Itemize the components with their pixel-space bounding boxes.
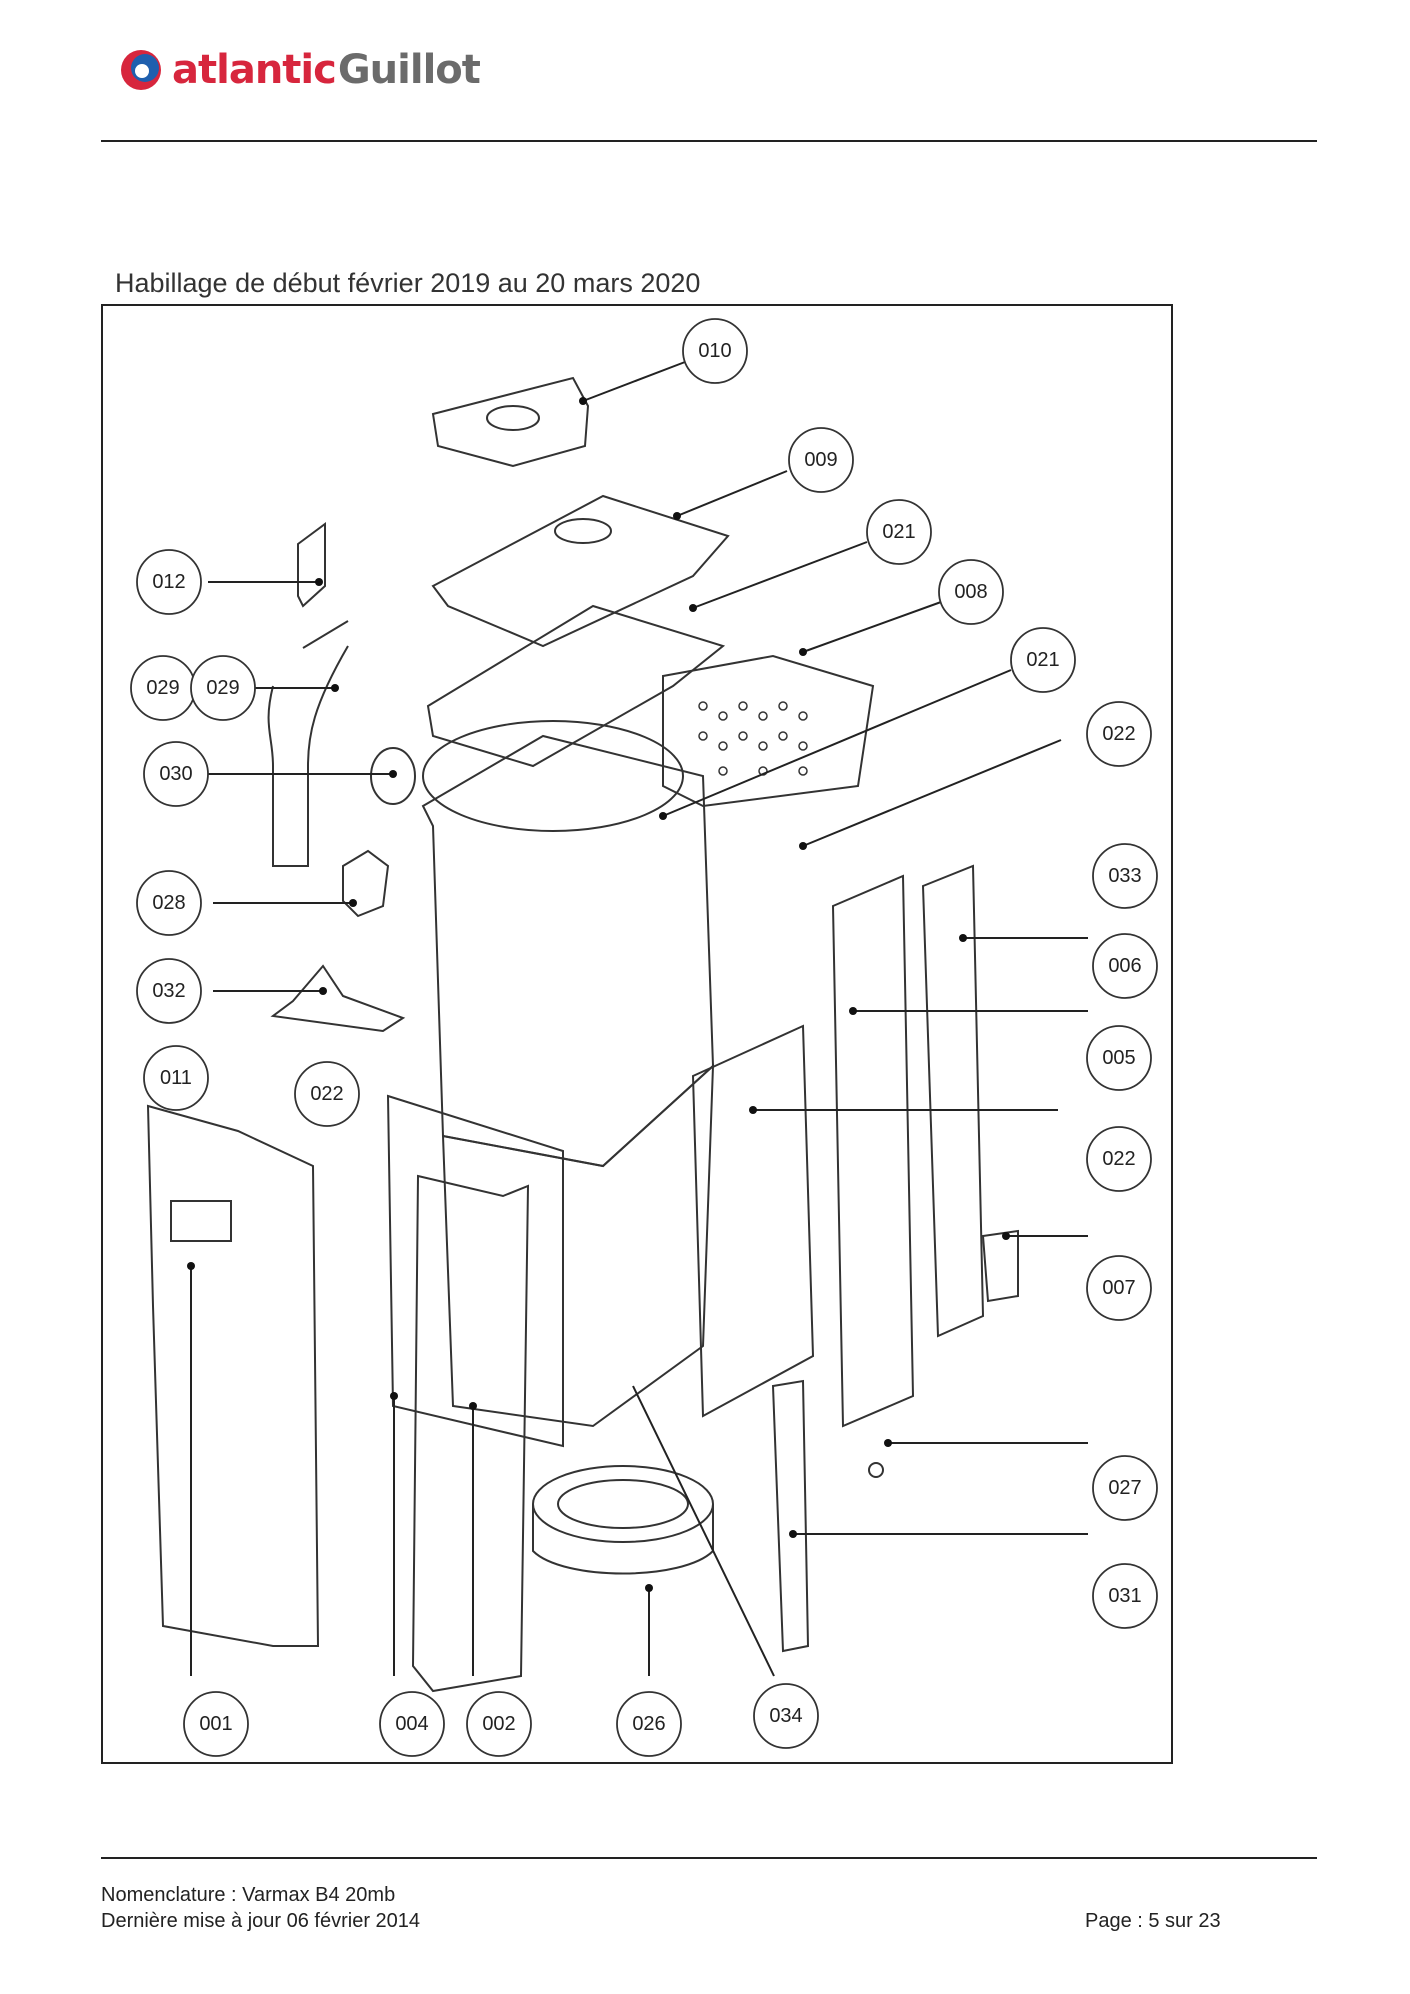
callout-021-ring: 021 xyxy=(1026,649,1059,671)
callout-005: 005 xyxy=(1102,1047,1135,1069)
callout-002: 002 xyxy=(482,1713,515,1735)
brand-name-primary: atlantic xyxy=(172,47,337,93)
brand-name-secondary: Guillot xyxy=(337,47,481,93)
part-021-insulation xyxy=(426,604,726,768)
callout-026: 026 xyxy=(632,1713,665,1735)
brand-logo: atlantic Guillot xyxy=(118,42,481,98)
callout-009: 009 xyxy=(804,449,837,471)
callout-031: 031 xyxy=(1108,1585,1141,1607)
part-006-side-strip xyxy=(921,864,985,1338)
callout-029-right: 029 xyxy=(206,677,239,699)
part-008-perforations xyxy=(698,701,808,776)
callout-010: 010 xyxy=(698,340,731,362)
callout-027: 027 xyxy=(1108,1477,1141,1499)
footer-last-update: Dernière mise à jour 06 février 2014 xyxy=(101,1910,421,1932)
callout-034: 034 xyxy=(769,1705,802,1727)
callout-022-left: 022 xyxy=(310,1083,343,1105)
footer-nomenclature: Nomenclature : Varmax B4 20mb xyxy=(101,1884,396,1906)
part-029-pipe xyxy=(267,620,349,867)
callout-021-top: 021 xyxy=(882,521,915,543)
part-022-side-panel xyxy=(386,1094,564,1448)
diagram-parts xyxy=(146,376,1019,1693)
part-001-front-panel xyxy=(146,1104,320,1647)
part-010-hole xyxy=(486,405,540,431)
callout-labels: 010 009 021 008 021 012 029 029 022 030 … xyxy=(146,340,1141,1735)
part-028-elbow xyxy=(342,849,390,918)
part-032-plate xyxy=(270,964,406,1033)
part-010-top-plate xyxy=(431,376,590,468)
part-002-door xyxy=(411,1174,530,1693)
exploded-diagram-frame: 010 009 021 008 021 012 029 029 022 030 … xyxy=(101,304,1173,1764)
callout-022-top: 022 xyxy=(1102,723,1135,745)
leader-lines xyxy=(190,361,1088,1677)
callout-008: 008 xyxy=(954,581,987,603)
callout-028: 028 xyxy=(152,892,185,914)
callout-030: 030 xyxy=(159,763,192,785)
callout-022-right: 022 xyxy=(1102,1148,1135,1170)
callout-032: 032 xyxy=(152,980,185,1002)
callout-011: 011 xyxy=(160,1067,192,1089)
callout-007: 007 xyxy=(1102,1277,1135,1299)
part-008-perforated-panel xyxy=(662,654,875,808)
part-031-strip xyxy=(771,1379,810,1653)
callout-033: 033 xyxy=(1108,865,1141,887)
callout-029-left: 029 xyxy=(146,677,179,699)
exploded-diagram: 010 009 021 008 021 012 029 029 022 030 … xyxy=(130,318,1158,1757)
callout-004: 004 xyxy=(395,1713,428,1735)
section-title: Habillage de début février 2019 au 20 ma… xyxy=(115,268,701,298)
control-display xyxy=(170,1200,232,1242)
callout-006: 006 xyxy=(1108,955,1141,977)
footer-page-number: Page : 5 sur 23 xyxy=(1085,1910,1221,1932)
callout-012: 012 xyxy=(152,571,185,593)
part-022-right-panel xyxy=(691,1024,815,1418)
leader-dots xyxy=(187,397,1010,1592)
ring-021 xyxy=(422,720,684,832)
part-009-cover xyxy=(431,494,730,648)
part-030-sleeve xyxy=(370,747,416,805)
part-027-clip xyxy=(868,1462,884,1478)
callout-001: 001 xyxy=(199,1713,232,1735)
brand-mark-icon xyxy=(121,50,161,90)
part-005-back-panel xyxy=(831,874,915,1428)
chassis-lower xyxy=(441,1063,715,1428)
footer-divider xyxy=(101,1857,1317,1859)
callout-bubbles xyxy=(130,318,1158,1757)
part-007-small-plate xyxy=(981,1229,1019,1303)
part-026-base-ring xyxy=(532,1465,714,1543)
part-012-bracket xyxy=(297,522,326,608)
header-divider xyxy=(101,140,1317,142)
